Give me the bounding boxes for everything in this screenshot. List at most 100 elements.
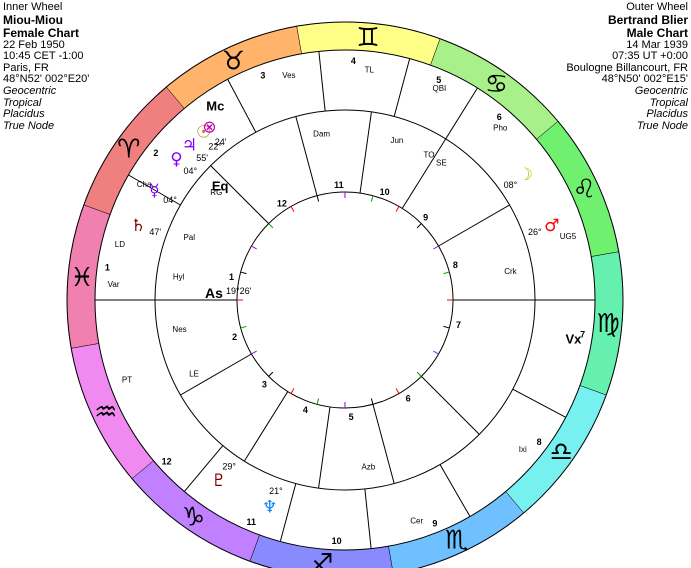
gemini-glyph: ♊ [356,23,379,53]
scorpio-glyph: ♏ [445,525,468,555]
aspect-tick [395,388,400,394]
capricorn-glyph: ♑ [182,502,205,532]
inner-house-cusp [372,404,395,484]
aspect-tick [268,223,274,229]
aspect-tick [268,371,274,377]
chart-point-label: RG [210,188,222,197]
taurus-glyph: ♉ [222,47,245,77]
outer-date: 14 Mar 1939 [626,38,688,51]
outer-wheel-info: Outer Wheel Bertrand Blier Male Chart 14… [566,1,688,132]
aries-glyph: ♈ [117,135,140,165]
inner-setting: Placidus [3,108,45,121]
inner-time: 10:45 CET -1:00 [3,50,84,63]
libra-glyph: ♎ [550,437,573,467]
aquarius-glyph: ♒ [94,398,117,428]
outer-house-number: 2 [153,148,158,158]
aspect-tick [433,245,439,250]
cancer-glyph: ♋ [485,70,508,100]
aspect-tick [370,195,374,202]
outer-place: Boulogne Billancourt, FR [566,61,688,74]
house-lines [66,21,624,568]
aspect-tick [443,325,450,329]
inner-chart-type: Female Chart [3,25,80,40]
inner-house-number: 9 [423,213,428,223]
outer-house-number: 11 [246,517,256,527]
planet-glyph: ☿ [149,181,159,201]
aspect-tick [240,271,247,275]
outer-house-cusp [364,488,372,549]
chart-point-label: Nes [172,325,186,334]
planet-glyph: ⊗ [202,118,216,138]
aspect-tick [370,398,374,405]
outer-house-number: 3 [260,70,265,80]
chart-point-label: QBI [432,84,446,93]
outer-house-cusp [279,483,297,542]
inner-house-number: 10 [380,187,390,197]
planet-degree: 04° [163,195,177,205]
planet-glyph: ♆ [262,498,277,518]
chart-point-label: Mc [206,99,224,114]
inner-house-cusp [421,376,480,435]
chart-point-label: Ixi [519,445,527,454]
outer-house-cusp [393,58,411,117]
chart-point-label: LD [115,240,125,249]
outer-house-cusp [439,464,471,517]
inner-house-cusp [295,116,318,196]
chart-point-label: Azb [361,462,375,471]
chart-point-label: LE [189,370,199,379]
planet-glyph: ♇ [211,471,226,491]
inner-house-cusp [318,406,331,489]
chart-point-label: Dam [313,130,330,139]
chart-point-label: Vx [566,331,583,346]
inner-wheel-label: Inner Wheel [3,1,63,13]
outer-setting: Tropical [649,96,688,109]
aspect-tick [416,223,422,229]
inner-house-number: 1 [229,272,234,282]
inner-house-cusp [401,138,447,209]
planet-degree: 21° [269,486,283,496]
outer-house-number: 1 [105,263,110,273]
outer-house-number: 7 [580,329,585,339]
outer-setting: Placidus [646,108,688,121]
planet-degree: 24' [215,137,227,147]
inner-wheel-info: Inner Wheel Miou-Miou Female Chart 22 Fe… [3,1,90,132]
pisces-glyph: ♓ [70,263,93,293]
inner-date: 22 Feb 1950 [3,38,65,51]
planet-degree: 04° [183,166,197,176]
planet-glyph: ♂ [544,216,559,236]
aspect-tick [290,388,295,394]
chart-point-label: Crk [504,267,517,276]
outer-house-number: 12 [162,457,172,467]
outer-coords: 48°N50' 002°E15' [601,73,688,86]
chart-point-label: UG5 [560,232,577,241]
aspect-tick [290,206,295,212]
planet-degree: 22° [208,141,222,151]
aspect-tick [316,195,320,202]
inner-house-cusp [359,111,372,194]
chart-point-label: TO [424,151,435,160]
planet-degree: 26° [528,227,542,237]
inner-house-number: 7 [456,320,461,330]
outer-house-cusp [318,51,326,112]
inner-house-cusp [438,204,510,247]
inner-house-number: 4 [303,405,308,415]
planet-degree: 08° [504,180,518,190]
outer-house-cusp [512,388,566,418]
leo-glyph: ♌ [573,174,596,204]
chart-point-label: Ves [282,71,295,80]
inner-setting: Tropical [3,96,42,109]
inner-house-number: 5 [349,412,354,422]
planet-degree: 47' [149,227,161,237]
chart-point-label: Pal [183,233,195,242]
inner-name: Miou-Miou [3,12,63,27]
aspect-tick [395,206,400,212]
inner-house-cusp [243,391,289,462]
outer-chart-type: Male Chart [626,25,688,40]
inner-coords: 48°N52' 002°E20' [3,73,90,86]
inner-house-cusp [180,353,252,396]
inner-house-number: 3 [262,379,267,389]
inner-house-number: 12 [277,199,287,209]
inner-setting: Geocentric [3,84,57,97]
chart-point-label: Cha [137,180,152,189]
